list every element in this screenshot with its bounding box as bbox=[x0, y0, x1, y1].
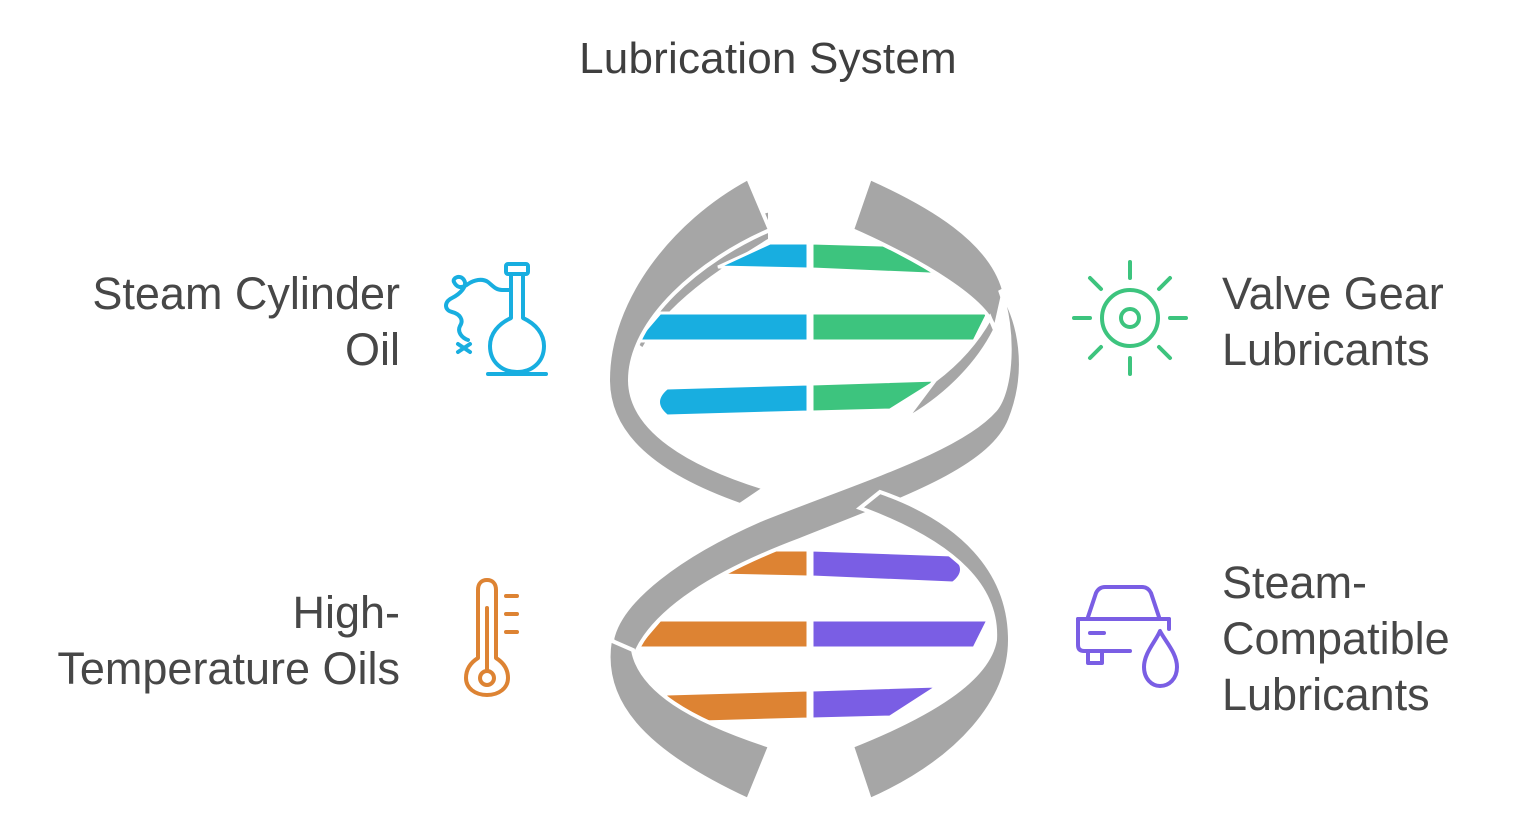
rung-bottom-1-right bbox=[810, 548, 963, 585]
helix-front-strand-e bbox=[606, 637, 773, 803]
label-line: Lubricants bbox=[1222, 324, 1430, 375]
rung-top-2-right bbox=[810, 311, 991, 343]
label-line: Steam Cylinder bbox=[92, 268, 400, 319]
helix-front-strand-a bbox=[605, 175, 773, 508]
car-oil-drop-icon bbox=[1076, 585, 1179, 688]
rung-top-3-left bbox=[657, 382, 810, 418]
helix-front-strand-g bbox=[903, 313, 998, 422]
label-steam-cylinder-oil: Steam Cylinder Oil bbox=[92, 266, 400, 378]
label-line: Steam- bbox=[1222, 557, 1368, 608]
label-line: High- bbox=[292, 587, 400, 638]
label-high-temperature-oils: High- Temperature Oils bbox=[57, 585, 400, 697]
chemistry-flask-icon bbox=[444, 262, 548, 376]
label-line: Temperature Oils bbox=[57, 643, 400, 694]
label-line: Compatible bbox=[1222, 613, 1450, 664]
label-line: Oil bbox=[345, 324, 400, 375]
rung-top-3-right bbox=[810, 378, 944, 414]
diagram-title: Lubrication System bbox=[579, 34, 957, 83]
helix-front-strand-f bbox=[849, 489, 1013, 803]
label-line: Lubricants bbox=[1222, 669, 1430, 720]
label-line: Valve Gear bbox=[1222, 268, 1444, 319]
label-steam-compatible-lubricants: Steam- Compatible Lubricants bbox=[1222, 555, 1450, 723]
rung-top-2-left bbox=[632, 311, 810, 343]
rung-bottom-2-right bbox=[810, 618, 991, 650]
thermometer-icon bbox=[464, 578, 519, 697]
rungs-top bbox=[632, 241, 991, 418]
rung-bottom-3-right bbox=[810, 684, 944, 721]
label-valve-gear-lubricants: Valve Gear Lubricants bbox=[1222, 266, 1444, 378]
rung-top-1-left bbox=[717, 241, 810, 271]
sun-gear-icon bbox=[1072, 260, 1188, 376]
rung-bottom-2-left bbox=[632, 618, 810, 650]
